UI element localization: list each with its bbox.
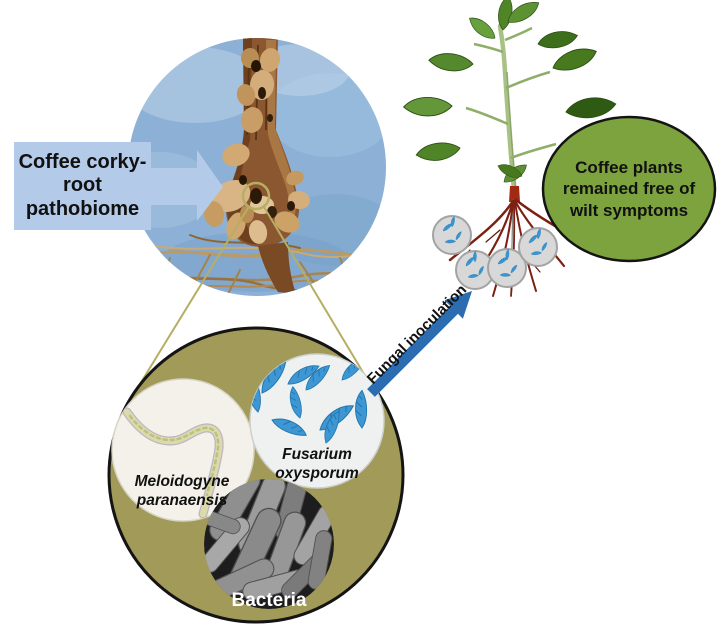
nematode-worm bbox=[122, 407, 224, 519]
nematode-photo bbox=[111, 378, 255, 522]
bacteria-photo bbox=[204, 479, 334, 609]
callout-box bbox=[14, 142, 223, 230]
pathobiome-circle bbox=[107, 326, 405, 624]
fusarium-photo bbox=[249, 353, 385, 489]
callout-label: Coffee corky-root pathobiome bbox=[18, 150, 147, 220]
zoom-callout-lines bbox=[139, 181, 368, 385]
stem-base bbox=[509, 186, 520, 202]
fungus-label: Fusarium oxysporum bbox=[275, 446, 359, 482]
inoculation-arrow bbox=[367, 291, 472, 397]
magnifier-circle bbox=[241, 181, 271, 211]
bacteria-label: Bacteria bbox=[231, 590, 307, 611]
outcome-ellipse bbox=[541, 115, 717, 263]
fungal-inoculum-circles bbox=[432, 215, 558, 290]
outcome-label: Coffee plants remained free of wilt symp… bbox=[562, 158, 696, 220]
callout-arrow bbox=[151, 150, 223, 221]
corky-galls bbox=[203, 48, 310, 244]
nematode-label: Meloidogyne paranaensis bbox=[134, 473, 230, 509]
